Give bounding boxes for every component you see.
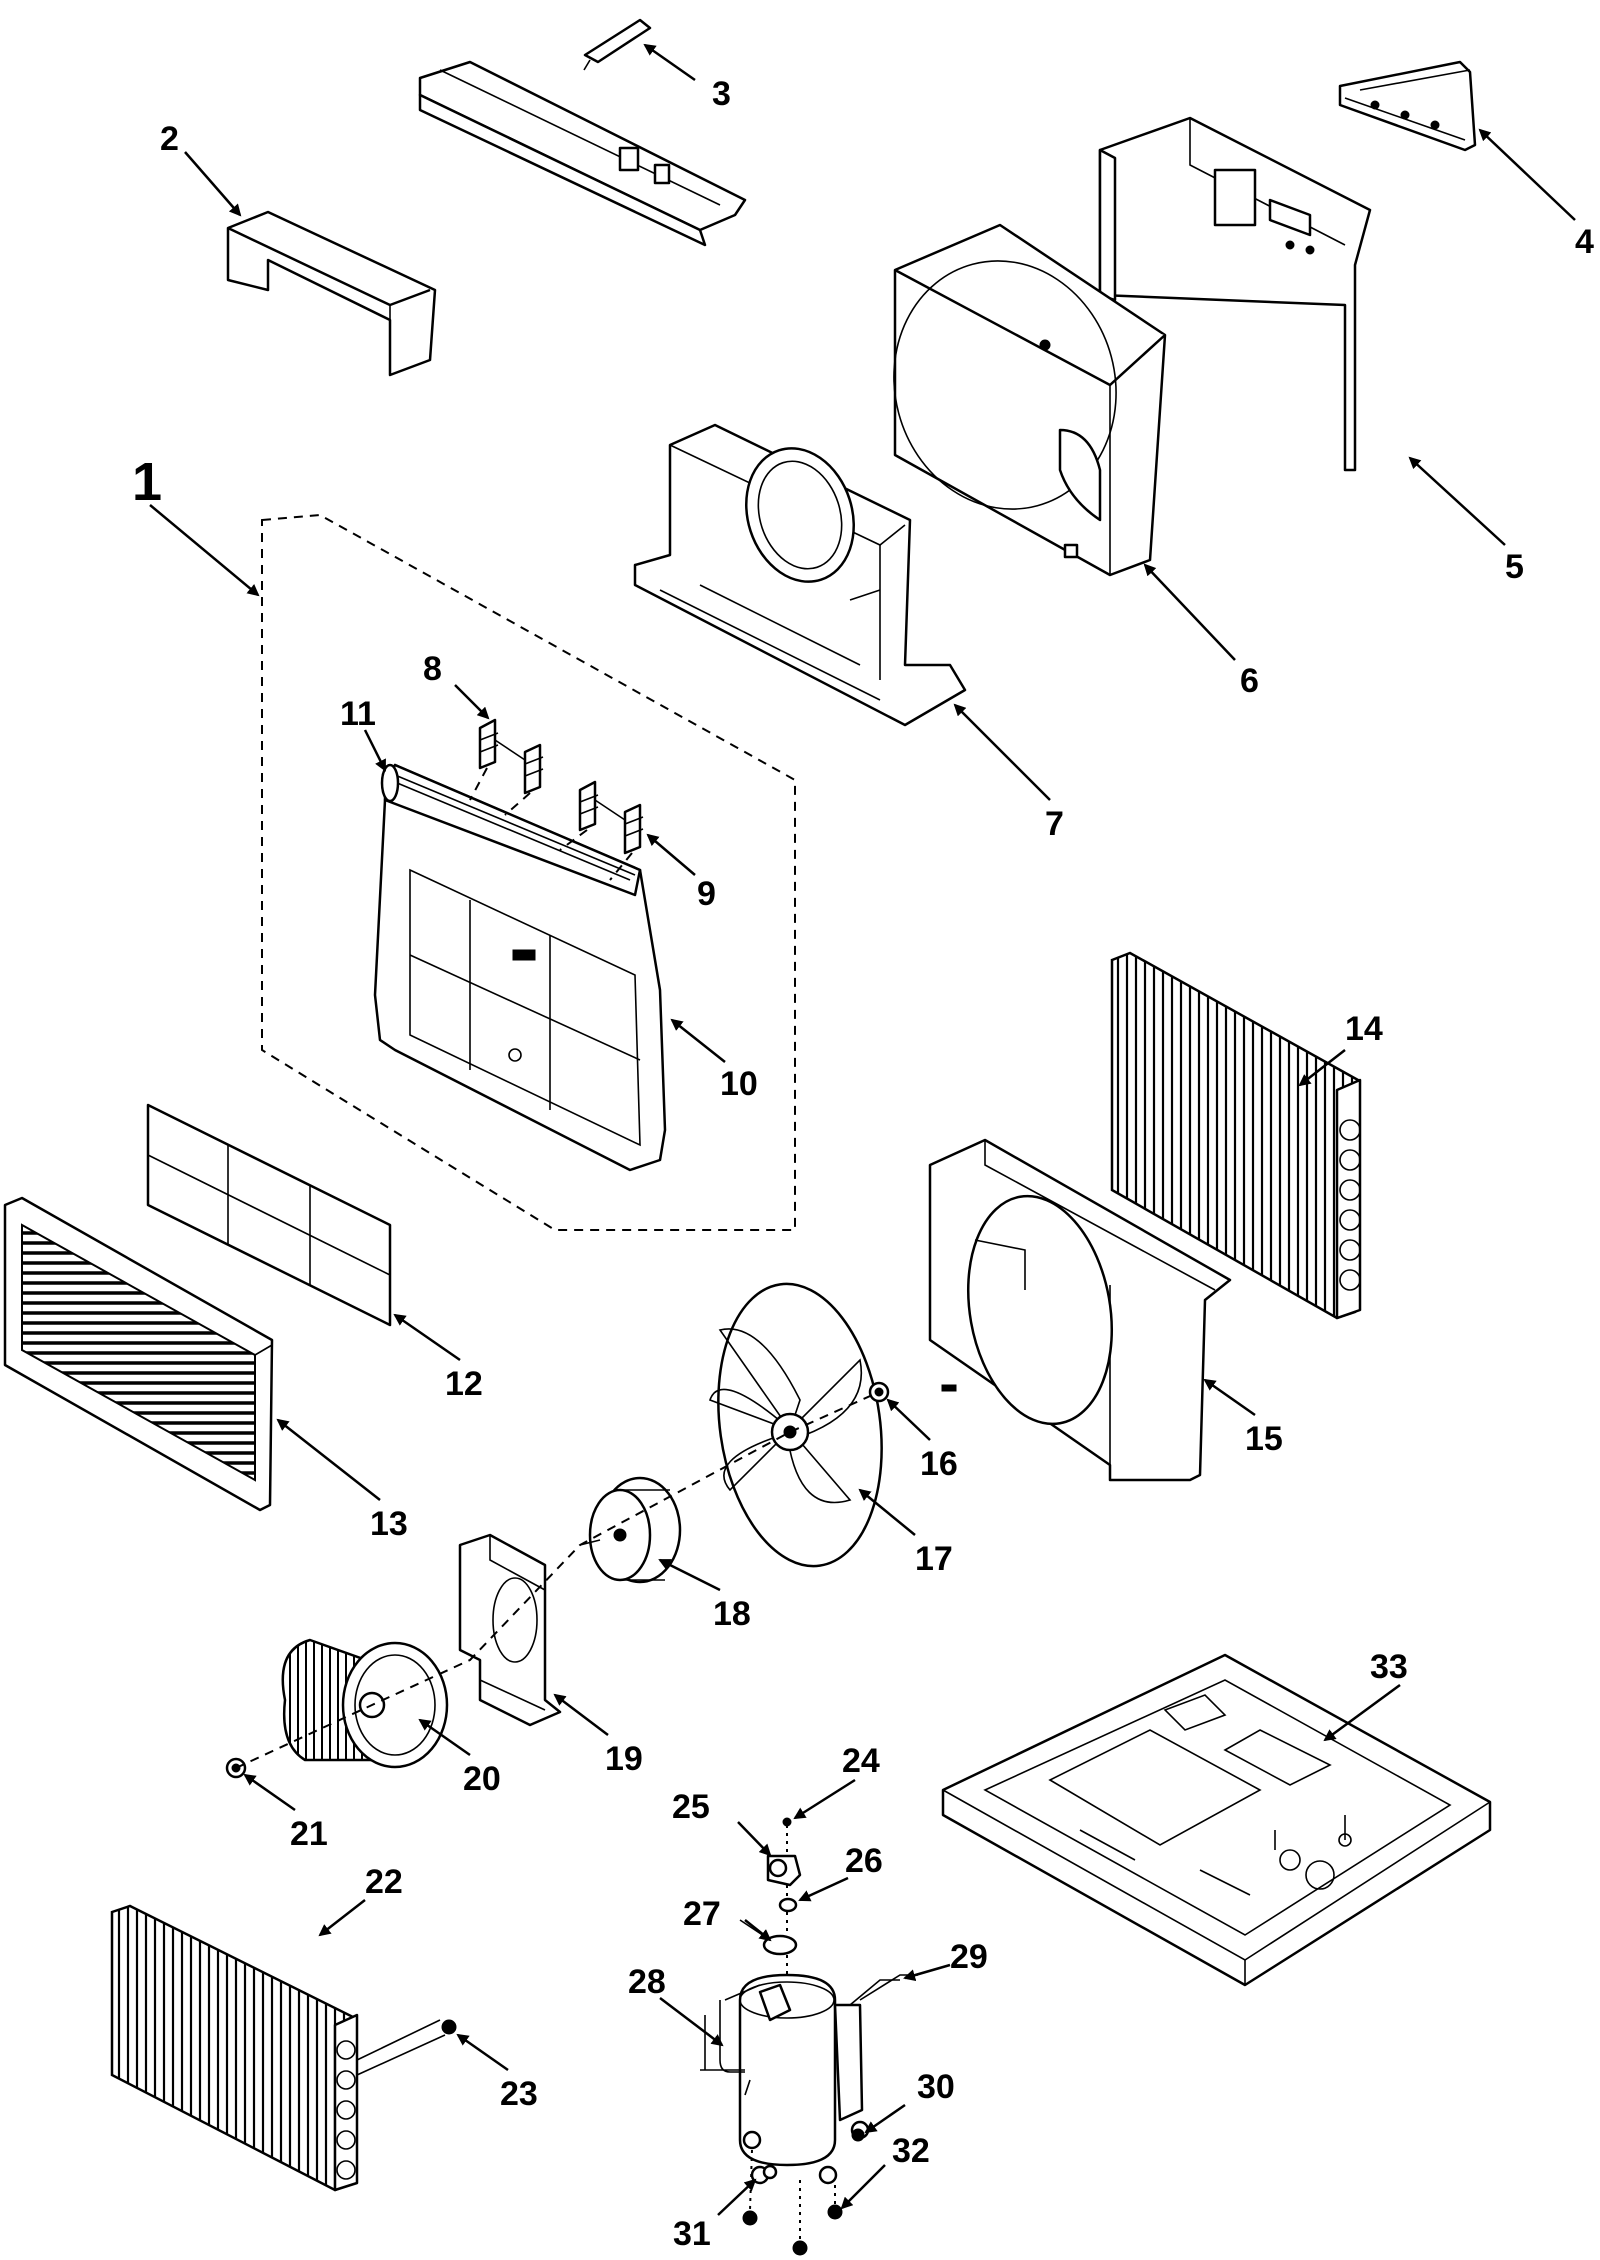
part-1-assembly-boundary <box>261 513 796 1231</box>
callout-33: 33 <box>1370 1648 1408 1686</box>
part-26-grommet <box>778 1897 798 1913</box>
callout-1: 1 <box>132 452 162 512</box>
callout-15: 15 <box>1245 1420 1283 1458</box>
part-28-compressor <box>700 1973 900 2185</box>
callout-3: 3 <box>712 75 731 113</box>
leader-lines <box>149 43 1576 2216</box>
part-31-washer <box>762 2164 778 2180</box>
callout-28: 28 <box>628 1963 666 2001</box>
callout-32: 32 <box>892 2132 930 2170</box>
callout-4: 4 <box>1575 223 1594 261</box>
callout-29: 29 <box>950 1938 988 1976</box>
callout-5: 5 <box>1505 548 1524 586</box>
callout-17: 17 <box>915 1540 953 1578</box>
callout-26: 26 <box>845 1842 883 1880</box>
callout-13: 13 <box>370 1505 408 1543</box>
callout-18: 18 <box>713 1595 751 1633</box>
callout-31: 31 <box>673 2215 711 2253</box>
part-6-shroud-panel <box>893 223 1167 577</box>
part-11-louver-strip <box>380 763 642 897</box>
callout-30: 30 <box>917 2068 955 2106</box>
part-12-filter <box>146 1103 392 1327</box>
callout-12: 12 <box>445 1365 483 1403</box>
part-22-evaporator-coil <box>110 1904 446 2192</box>
part-23-sensor <box>441 2019 457 2035</box>
callout-19: 19 <box>605 1740 643 1778</box>
part-33-base-pan <box>941 1653 1492 1987</box>
callout-20: 20 <box>463 1760 501 1798</box>
part-5-partition-panel <box>1098 116 1372 472</box>
callout-16: 16 <box>920 1445 958 1483</box>
callout-8: 8 <box>423 650 442 688</box>
part-19-motor-mount <box>458 1533 562 1727</box>
part-3-control-bracket <box>418 18 747 247</box>
callout-14: 14 <box>1345 1010 1383 1048</box>
part-7-air-guide <box>633 423 967 727</box>
part-18-fan-motor <box>579 1476 682 1584</box>
callout-24: 24 <box>842 1742 880 1780</box>
part-15-condenser-shroud <box>928 1138 1232 1482</box>
part-13-front-grille <box>3 1196 274 1512</box>
callout-21: 21 <box>290 1815 328 1853</box>
part-8-louver-clips <box>478 718 544 795</box>
part-24-nut <box>782 1817 792 1827</box>
callout-2: 2 <box>160 120 179 158</box>
part-17-axial-fan <box>708 1282 883 1568</box>
callout-27: 27 <box>683 1895 721 1933</box>
callout-6: 6 <box>1240 662 1259 700</box>
part-32-rubber-feet <box>742 2204 843 2256</box>
callout-11: 11 <box>340 695 376 733</box>
callout-25: 25 <box>672 1788 710 1826</box>
callout-22: 22 <box>365 1863 403 1901</box>
callout-10: 10 <box>720 1065 758 1103</box>
callout-labels: 1 2 3 4 5 6 7 8 9 10 11 12 13 14 15 16 1… <box>132 75 1594 2253</box>
part-4-terminal-bracket <box>1338 60 1477 152</box>
shaft-centerline <box>235 1391 880 1769</box>
callout-23: 23 <box>500 2075 538 2113</box>
callout-7: 7 <box>1045 805 1064 843</box>
part-30-grommet <box>851 2128 865 2142</box>
part-25-overload-protector <box>766 1854 802 1887</box>
part-14-condenser-coil <box>1110 951 1362 1320</box>
part-29-tube <box>859 1974 918 2001</box>
part-2-cover <box>226 210 437 377</box>
part-20-blower-wheel <box>281 1638 449 1769</box>
part-9-louver-clips <box>578 780 644 855</box>
callout-9: 9 <box>697 875 716 913</box>
